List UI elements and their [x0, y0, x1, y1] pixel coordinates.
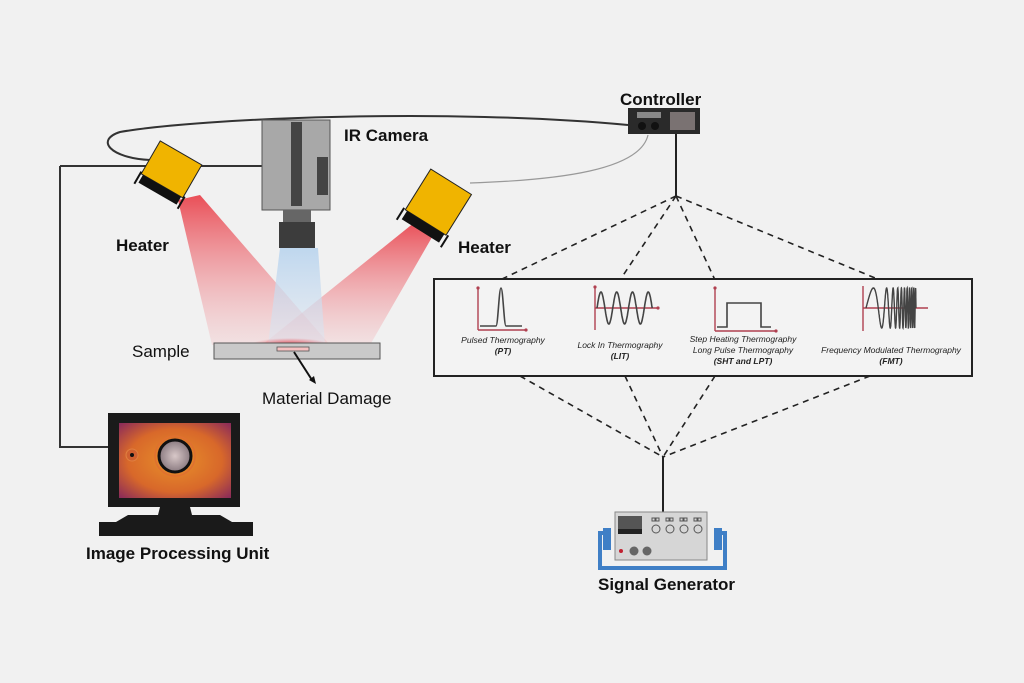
heater-right-cable [469, 134, 649, 184]
method-fmt-name: Frequency Modulated Thermography [821, 345, 961, 355]
waveform-lock-in [593, 285, 660, 330]
method-lit-name: Lock In Thermography [577, 340, 663, 350]
method-lit: Lock In Thermography (LIT) [577, 340, 662, 362]
method-sht-abbr: (SHT and LPT) [713, 356, 773, 366]
signal-generator-label: Signal Generator [598, 575, 735, 594]
sample-plate [213, 338, 381, 384]
heater-right [395, 168, 473, 248]
ir-camera-label: IR Camera [344, 126, 429, 145]
signal-generator-device [598, 511, 727, 570]
monitor-cable [59, 166, 108, 448]
sample-label: Sample [132, 342, 190, 361]
method-pt: Pulsed Thermography (PT) [461, 335, 545, 357]
method-fmt-abbr: (FMT) [879, 356, 903, 366]
heater-left [133, 140, 203, 210]
method-sht-name2: Long Pulse Thermography [692, 345, 794, 355]
dashed-lines-top [499, 195, 881, 281]
waveform-pulsed [476, 286, 528, 332]
method-sht-name: Step Heating Thermography [689, 334, 797, 344]
heater-left-label: Heater [116, 236, 169, 255]
method-pt-name: Pulsed Thermography [461, 335, 545, 345]
method-lit-abbr: (LIT) [610, 351, 630, 361]
method-sht: Step Heating Thermography Long Pulse The… [690, 334, 797, 367]
waveform-chirp [862, 285, 928, 331]
method-fmt: Frequency Modulated Thermography (FMT) [821, 345, 961, 367]
waveform-step [713, 286, 778, 333]
camera-beam [268, 248, 325, 345]
method-pt-abbr: (PT) [494, 346, 512, 356]
loop-cable [106, 115, 629, 161]
image-processing-unit-label: Image Processing Unit [86, 544, 270, 563]
material-damage-label: Material Damage [262, 389, 392, 408]
controller-label: Controller [620, 90, 702, 109]
heater-right-label: Heater [458, 238, 511, 257]
monitor [99, 413, 253, 536]
dashed-lines-bottom [519, 375, 871, 458]
controller-device [628, 108, 700, 134]
ir-camera [261, 119, 331, 248]
